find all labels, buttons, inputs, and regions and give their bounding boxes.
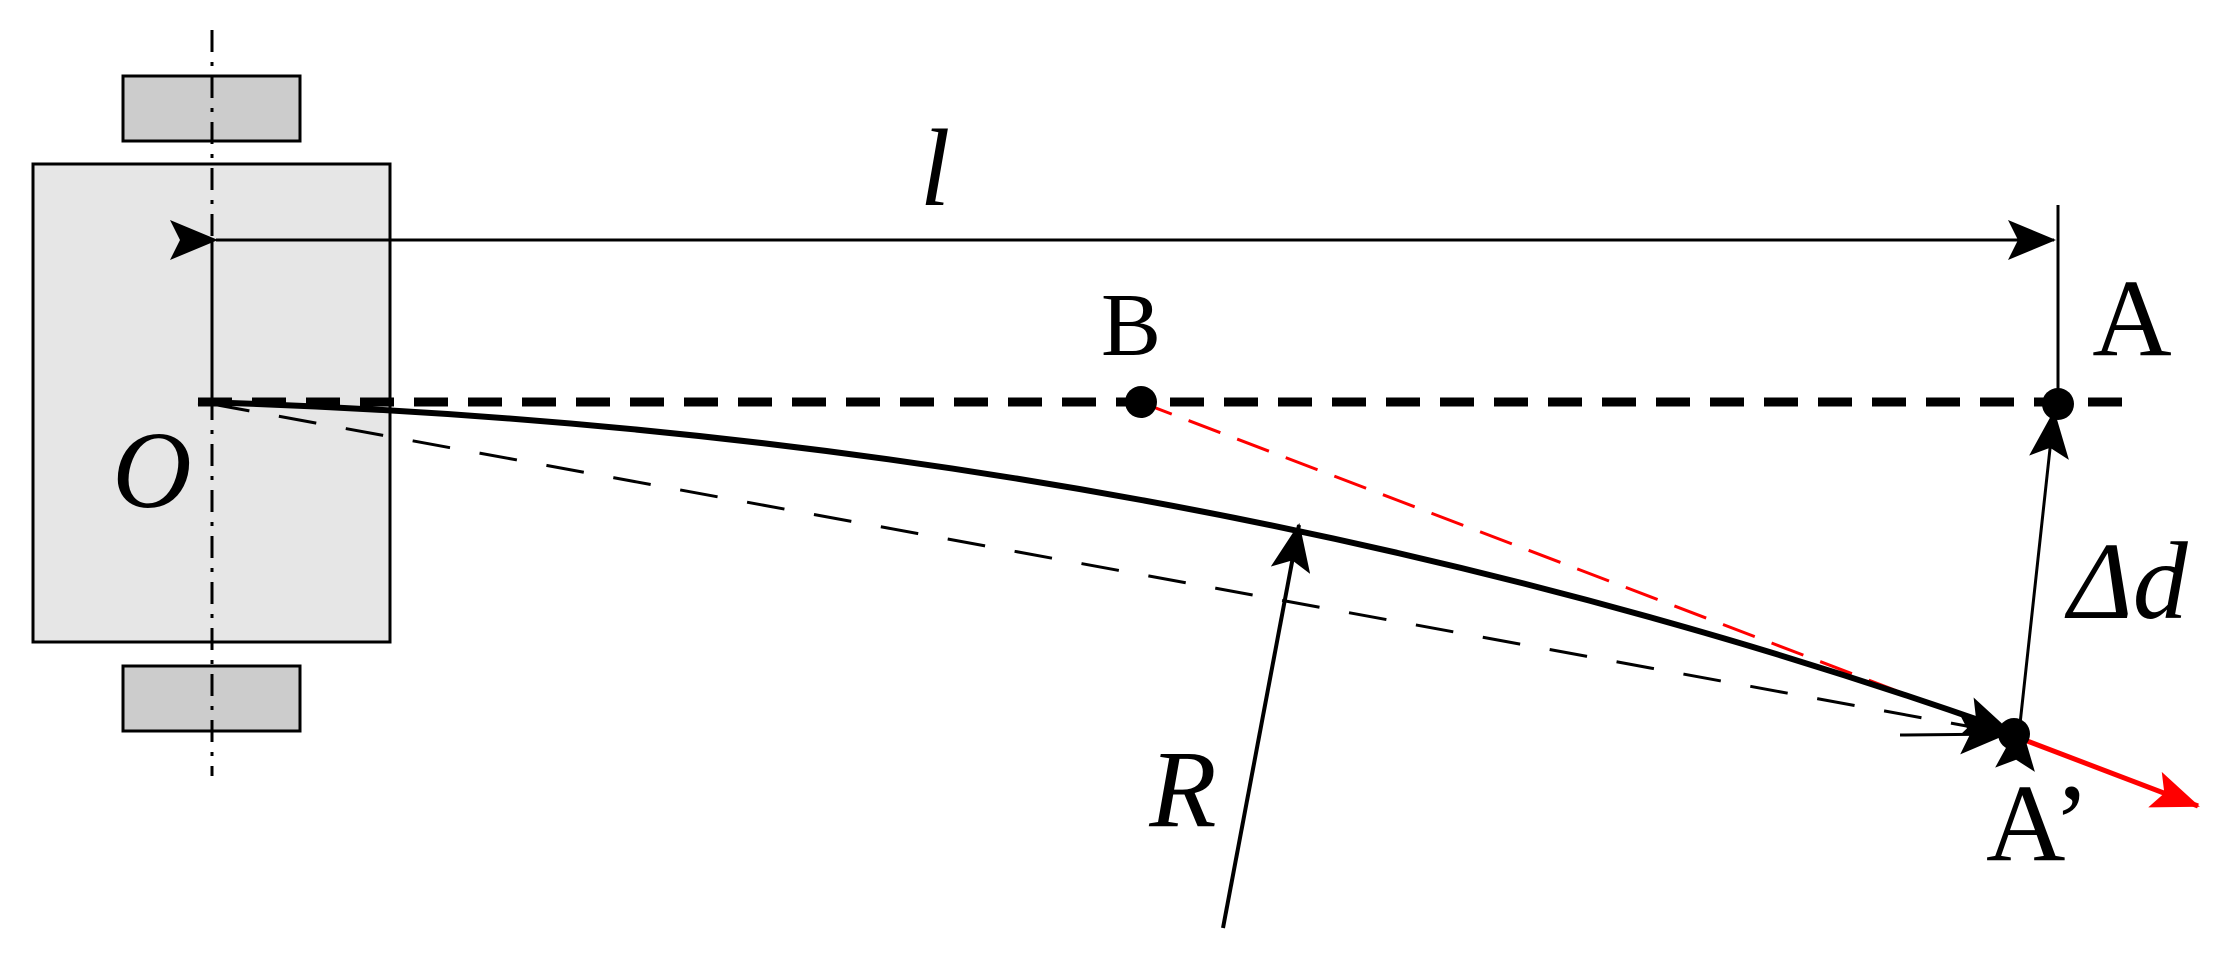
point-a-prime-label: A’	[1986, 762, 2090, 884]
chord-line	[211, 402, 2011, 736]
length-label: l	[920, 107, 951, 229]
deflected-beam-curve	[197, 399, 1991, 727]
point-a-marker	[2042, 388, 2074, 420]
point-a-label: A	[2092, 257, 2171, 379]
point-b-marker	[1125, 386, 1157, 418]
chord-end-arrow	[1899, 714, 2008, 755]
point-a-prime-marker	[1998, 718, 2030, 750]
delta-d-label: Δd	[2064, 520, 2189, 642]
curve-end-arrow	[1899, 690, 2012, 736]
radius-label: R	[1148, 728, 1216, 850]
origin-label: O	[112, 409, 191, 531]
point-b-label: B	[1101, 276, 1161, 375]
delta-d-arrow	[1995, 410, 2069, 772]
radius-arrow	[1221, 523, 1311, 929]
